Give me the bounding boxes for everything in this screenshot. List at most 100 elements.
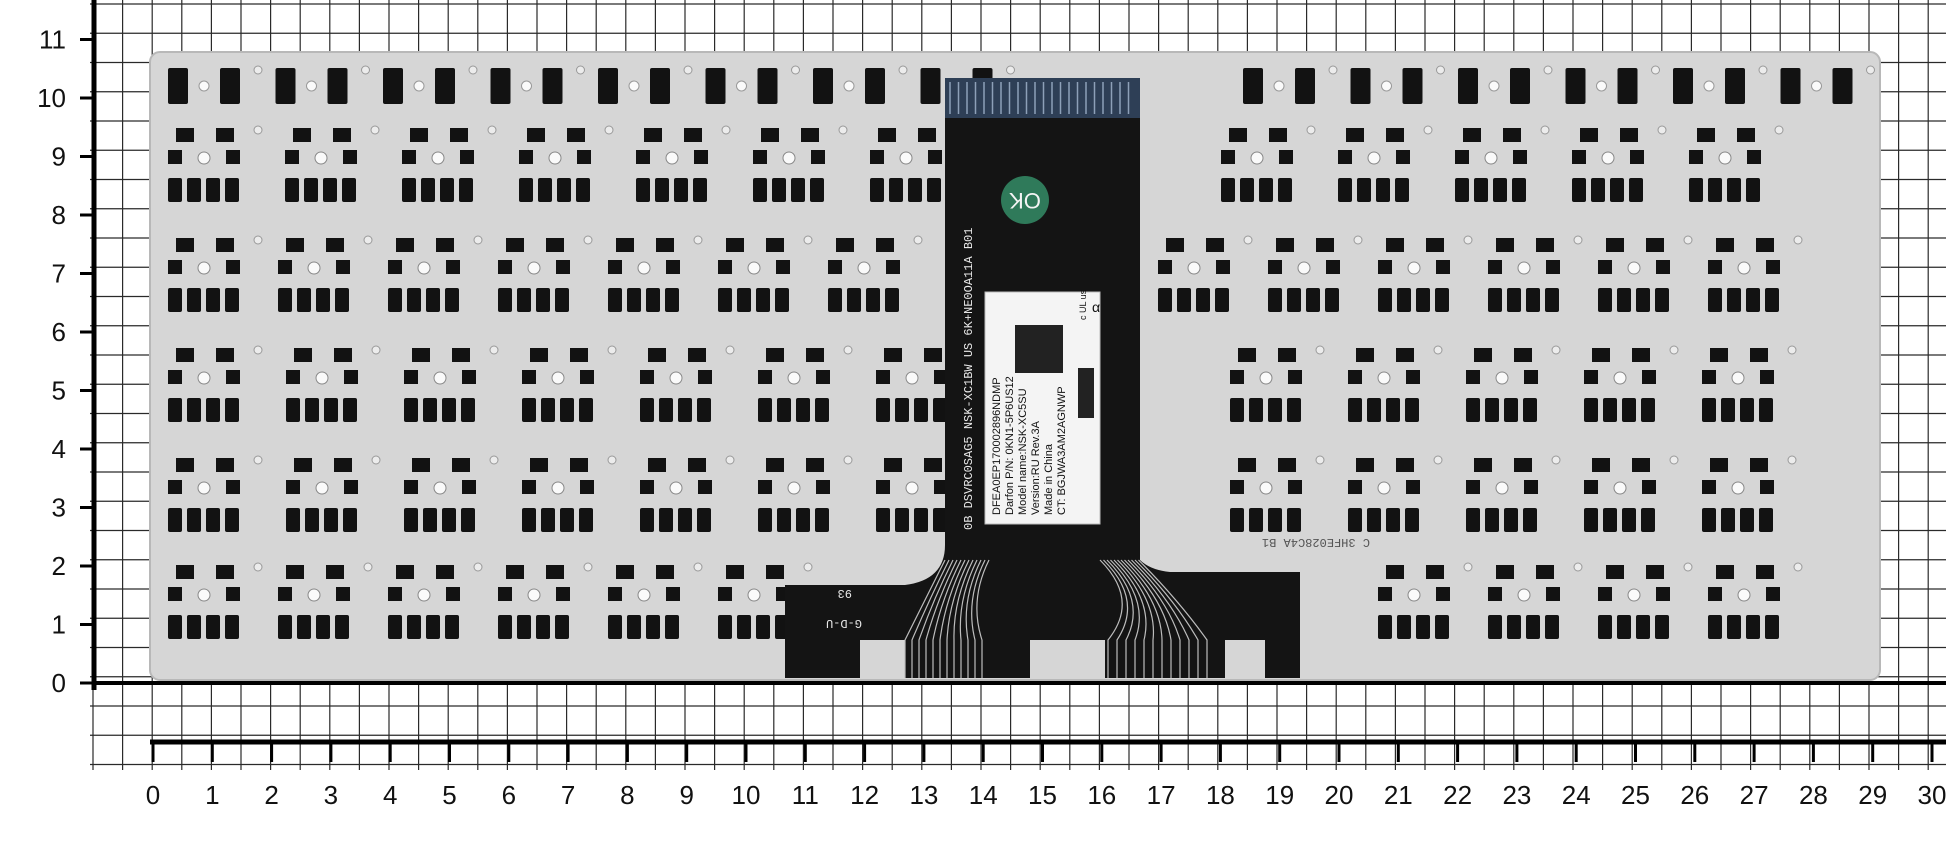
key-pad: [519, 125, 614, 202]
key-pad: [490, 65, 585, 104]
ribbon-trace: [1131, 559, 1190, 678]
key-pad: [1689, 125, 1784, 202]
label-cert-mark: c UL us: [1078, 289, 1088, 320]
key-pad: [1673, 65, 1768, 104]
y-tick-label: 9: [52, 142, 66, 172]
key-pad: [1348, 455, 1443, 532]
key-pad: [1348, 345, 1443, 422]
key-pad: [168, 562, 263, 639]
key-pad: [1338, 125, 1433, 202]
key-pad: [168, 65, 263, 104]
ribbon-trace: [976, 559, 990, 678]
x-tick-label: 13: [909, 780, 938, 810]
key-pad: [1221, 125, 1316, 202]
key-pad: [498, 235, 593, 312]
y-tick-label: 10: [37, 83, 66, 113]
key-pad: [813, 65, 908, 104]
key-pad: [636, 125, 731, 202]
key-pad: [1243, 65, 1338, 104]
ribbon-trace: [1120, 559, 1163, 678]
x-tick-label: 15: [1028, 780, 1057, 810]
ribbon-trace: [946, 559, 970, 678]
key-pad: [285, 125, 380, 202]
x-tick-label: 11: [792, 780, 819, 810]
ribbon-trace: [1117, 559, 1155, 678]
x-tick-label: 10: [732, 780, 761, 810]
key-pad: [876, 345, 971, 422]
ribbon-trace: [1103, 559, 1129, 678]
key-pad: [286, 345, 381, 422]
x-tick-label: 19: [1265, 780, 1294, 810]
key-pad: [383, 65, 478, 104]
x-tick-label: 20: [1325, 780, 1354, 810]
ribbon-trace: [1106, 559, 1134, 678]
key-pad: [1488, 562, 1583, 639]
x-tick-label: 18: [1206, 780, 1235, 810]
key-pad: [870, 125, 965, 202]
key-pad: [1702, 455, 1797, 532]
y-tick-label: 2: [52, 551, 66, 581]
key-pad: [1455, 125, 1550, 202]
key-pad: [1584, 455, 1679, 532]
key-pad: [608, 235, 703, 312]
key-pad: [1230, 345, 1325, 422]
y-tick-label: 7: [52, 259, 66, 289]
x-tick-label: 30: [1918, 780, 1946, 810]
ribbon-trace: [1127, 559, 1181, 678]
x-tick-label: 0: [146, 780, 160, 810]
key-pad: [1584, 345, 1679, 422]
x-tick-label: 27: [1740, 780, 1769, 810]
key-pad: [758, 345, 853, 422]
ribbon-trace: [971, 559, 986, 678]
key-pad: [278, 235, 373, 312]
plate-print-code: C 3HFE028C4A B1: [1262, 535, 1370, 549]
label-text-line: CT: BGJWA3AM2AGNWP: [1056, 386, 1068, 515]
key-pad: [388, 235, 483, 312]
label-text-line: DFEA0EP170002896NDMP: [991, 377, 1003, 515]
ribbon-trace: [911, 559, 950, 678]
x-tick-label: 22: [1443, 780, 1472, 810]
y-tick-label: 8: [52, 200, 66, 230]
key-pad: [278, 562, 373, 639]
key-pad: [404, 455, 499, 532]
ribbon-trace: [1113, 559, 1147, 678]
x-tick-label: 8: [620, 780, 634, 810]
datamatrix-code: [1015, 325, 1063, 373]
y-tick-label: 1: [52, 610, 66, 640]
ribbon-trace: [1099, 559, 1123, 678]
x-tick-label: 21: [1384, 780, 1413, 810]
x-tick-label: 26: [1680, 780, 1709, 810]
key-pad: [1702, 345, 1797, 422]
key-pad: [1598, 235, 1693, 312]
key-pad: [1378, 235, 1473, 312]
ribbon-trace: [925, 559, 958, 678]
x-tick-label: 4: [383, 780, 397, 810]
key-pad: [1350, 65, 1445, 104]
key-pad: [286, 455, 381, 532]
y-tick-label: 5: [52, 376, 66, 406]
label-text-line: Darfon P/N: 0KN1-5P6US12: [1004, 376, 1016, 515]
y-tick-label: 11: [39, 25, 66, 55]
key-pad: [498, 562, 593, 639]
x-tick-label: 23: [1502, 780, 1531, 810]
ok-sticker-text: OK: [1009, 188, 1041, 213]
key-pad: [1158, 235, 1253, 312]
y-tick-label: 0: [52, 668, 66, 698]
label-corner-mark: α: [1092, 299, 1100, 315]
ribbon-trace: [904, 559, 946, 678]
key-pad: [640, 345, 735, 422]
key-pad: [1598, 562, 1693, 639]
key-pad: [1466, 455, 1561, 532]
x-tick-label: 24: [1562, 780, 1591, 810]
ribbon-trace: [1124, 559, 1172, 678]
ribbon-connector: [945, 78, 1140, 118]
key-pad: [1780, 65, 1875, 104]
x-tick-label: 29: [1858, 780, 1887, 810]
y-tick-label: 3: [52, 493, 66, 523]
key-pad: [168, 235, 263, 312]
